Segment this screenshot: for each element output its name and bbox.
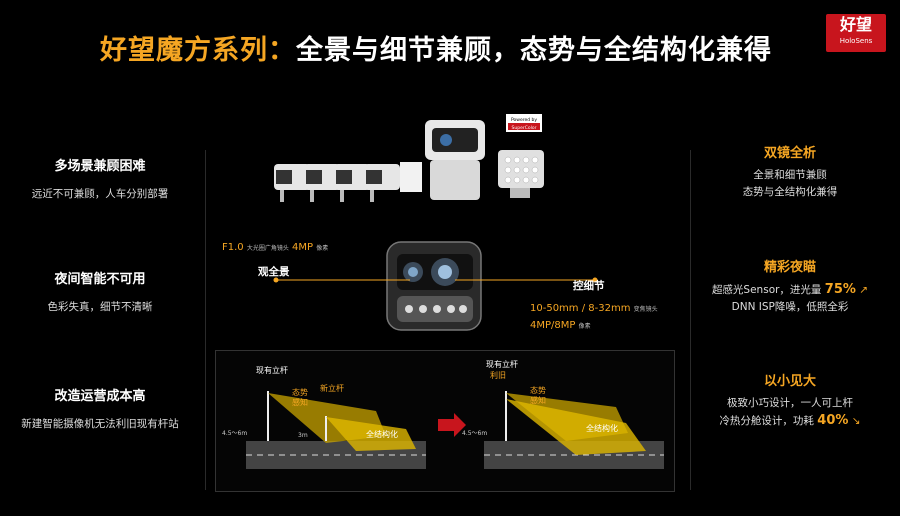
- beam1-label-text: 态势 感知: [292, 388, 308, 407]
- bullet-camera-icon: [334, 164, 370, 202]
- right-lens-resolution: 4MP/8MP 像素: [530, 320, 591, 331]
- beam2-label: 全结构化: [366, 429, 398, 439]
- power-value: 40%: [817, 413, 849, 428]
- left-sub: 新建智能摄像机无法利旧现有杆站: [21, 418, 179, 430]
- right-line: 冷热分舱设计，功耗: [719, 415, 814, 427]
- right-heading: 以小见大: [763, 374, 816, 389]
- dual-lens-camera-image: [386, 241, 482, 331]
- left-heading: 改造运营成本高: [54, 389, 146, 404]
- overview-label: 观全景: [258, 266, 290, 278]
- title-prefix: 好望魔方系列：: [100, 35, 296, 66]
- right-heading: 精彩夜瞄: [763, 260, 816, 275]
- right-beam2-label: 全结构化: [586, 423, 618, 433]
- right-item-3: 以小见大 极致小巧设计，一人可上杆 冷热分舱设计，功耗 40% ↘: [690, 370, 890, 430]
- right-line: 态势与全结构化兼得: [742, 186, 838, 198]
- page-title: 好望魔方系列：全景与细节兼顾，态势与全结构化兼得: [100, 28, 772, 67]
- trend-down-arrow-icon: ↘: [851, 415, 861, 427]
- left-item-3: 改造运营成本高 新建智能摄像机无法利旧现有杆站: [0, 385, 200, 431]
- right-item-1: 双镜全析 全景和细节兼顾 态势与全结构化兼得: [690, 142, 890, 201]
- brand-logo: 好望 HoloSens: [826, 14, 886, 52]
- left-divider: [205, 150, 206, 490]
- right-line: 超感光Sensor，进光量: [711, 284, 822, 296]
- supercolor-badge: Powered by SuperColor: [506, 114, 542, 132]
- trend-arrow-icon: ↗: [859, 284, 869, 296]
- left-lens-spec: F1.0 大光圈广角镜头 4MP 像素: [222, 242, 329, 253]
- right-beam1-label-text: 态势 感知: [530, 386, 546, 405]
- camera-lineup-image: Powered by SuperColor: [274, 114, 544, 202]
- ptz-camera-icon: [425, 120, 485, 200]
- right-line: 全景和细节兼顾: [753, 169, 827, 181]
- badge-line2: SuperColor: [512, 125, 537, 131]
- bullet-camera-icon: [274, 164, 310, 202]
- arrow-right-icon: [438, 413, 466, 437]
- right-line: DNN ISP降噪，低照全彩: [731, 301, 849, 313]
- logo-sub: HoloSens: [839, 37, 873, 45]
- beam-full-structure: [326, 417, 416, 451]
- existing-pole-label: 现有立杆: [256, 365, 288, 375]
- left-heading: 多场景兼顾困难: [54, 159, 146, 174]
- title-rest: 全景与细节兼顾，态势与全结构化兼得: [296, 35, 772, 66]
- right-height-label: 4.5～6m: [462, 430, 487, 437]
- bullet-camera-icon: [304, 164, 340, 202]
- new-pole-label: 新立杆: [320, 383, 344, 393]
- detail-label: 控细节: [573, 280, 605, 292]
- beam-full-structure-right: [506, 399, 646, 455]
- right-callout-line: [455, 277, 598, 283]
- logo-main: 好望: [839, 15, 872, 34]
- left-sub: 远近不可兼顾，人车分别部署: [31, 188, 169, 200]
- left-heading: 夜间智能不可用: [54, 272, 146, 287]
- right-line: 极致小巧设计，一人可上杆: [727, 397, 853, 409]
- bullet-camera-icon: [364, 164, 400, 202]
- reused-pole-label: 现有立杆: [486, 359, 518, 369]
- height-label-2: 3m: [298, 432, 308, 439]
- left-item-2: 夜间智能不可用 色彩失真，细节不清晰: [0, 268, 200, 314]
- deployment-comparison: 现有立杆 新立杆 全结构化 4.5～6m 3m 现有立杆 利旧 全结构化 4.5…: [215, 350, 675, 492]
- height-label: 4.5～6m: [222, 430, 247, 437]
- right-divider: [690, 150, 691, 490]
- reused-pole-sub: 利旧: [490, 370, 506, 380]
- floodlight-icon: [498, 150, 544, 198]
- left-sub: 色彩失真，细节不清晰: [47, 301, 153, 313]
- right-item-2: 精彩夜瞄 超感光Sensor，进光量 75% ↗ DNN ISP降噪，低照全彩: [690, 256, 890, 316]
- left-callout-line: [273, 277, 410, 283]
- badge-line1: Powered by: [511, 117, 537, 123]
- right-heading: 双镜全析: [763, 146, 816, 161]
- left-item-1: 多场景兼顾困难 远近不可兼顾，人车分别部署: [0, 155, 200, 201]
- right-lens-spec: 10-50mm / 8-32mm 变焦镜头: [530, 303, 658, 314]
- camera-body: [400, 162, 422, 192]
- light-intake-value: 75%: [824, 282, 856, 297]
